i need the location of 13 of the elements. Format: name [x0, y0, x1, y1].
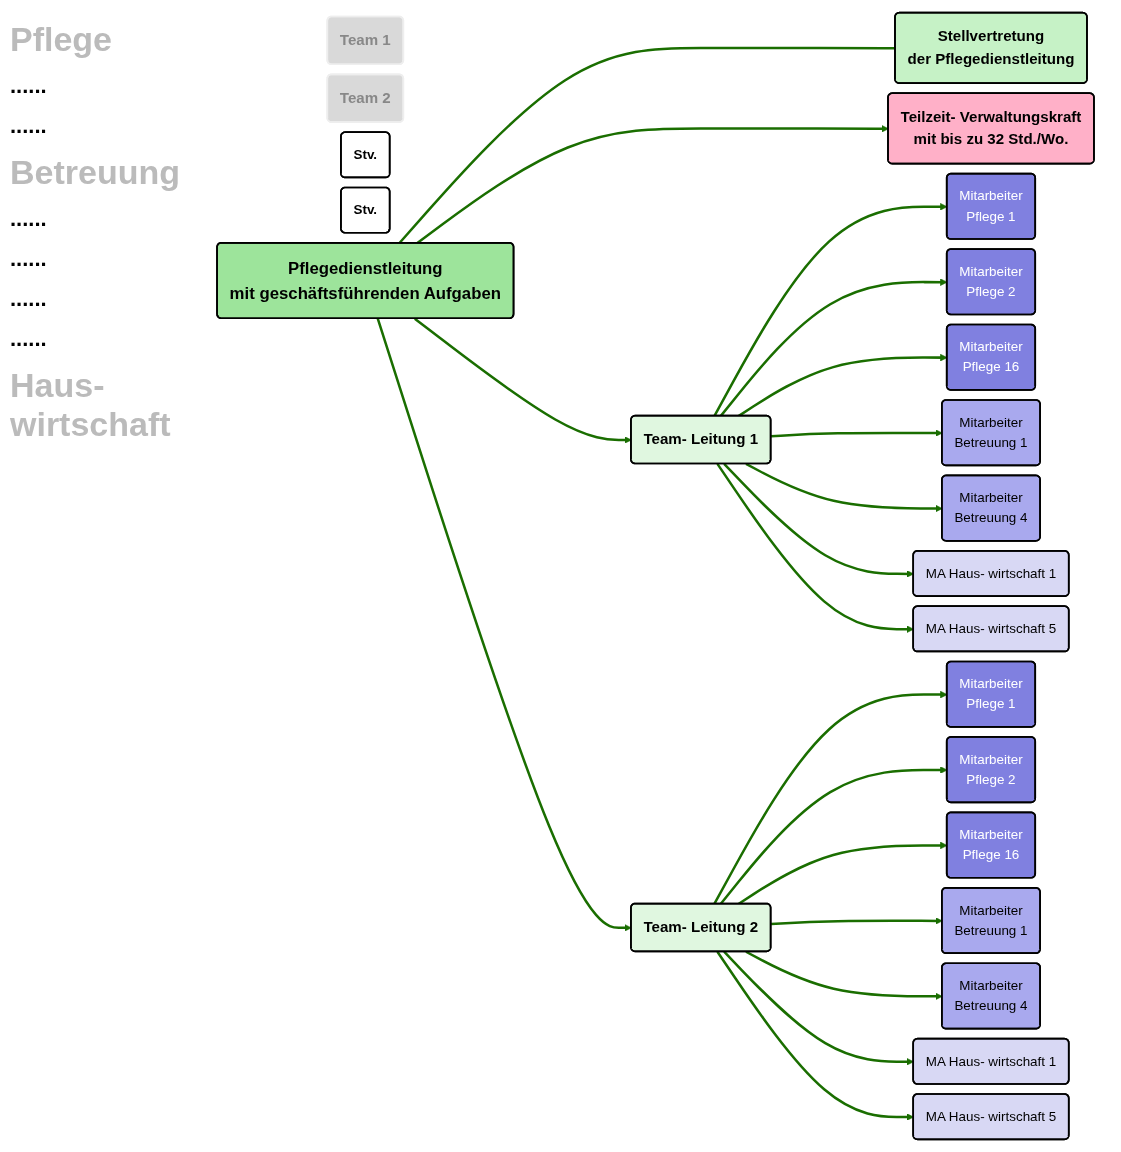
section-label: Pflege — [10, 20, 114, 59]
arrow — [723, 463, 914, 578]
ellipsis-text: ...... — [10, 113, 48, 139]
ellipsis-text: ...... — [10, 206, 48, 232]
ellipsis-text: ...... — [10, 73, 48, 99]
arrow — [716, 951, 914, 1121]
section-label: Betreuung — [10, 153, 180, 192]
ellipsis-text: ...... — [10, 246, 48, 272]
ellipsis-text: ...... — [10, 286, 48, 312]
section-label: Haus- wirtschaft — [10, 366, 172, 444]
arrow — [716, 463, 914, 633]
ellipsis-text: ...... — [10, 326, 48, 352]
arrow — [723, 950, 914, 1066]
